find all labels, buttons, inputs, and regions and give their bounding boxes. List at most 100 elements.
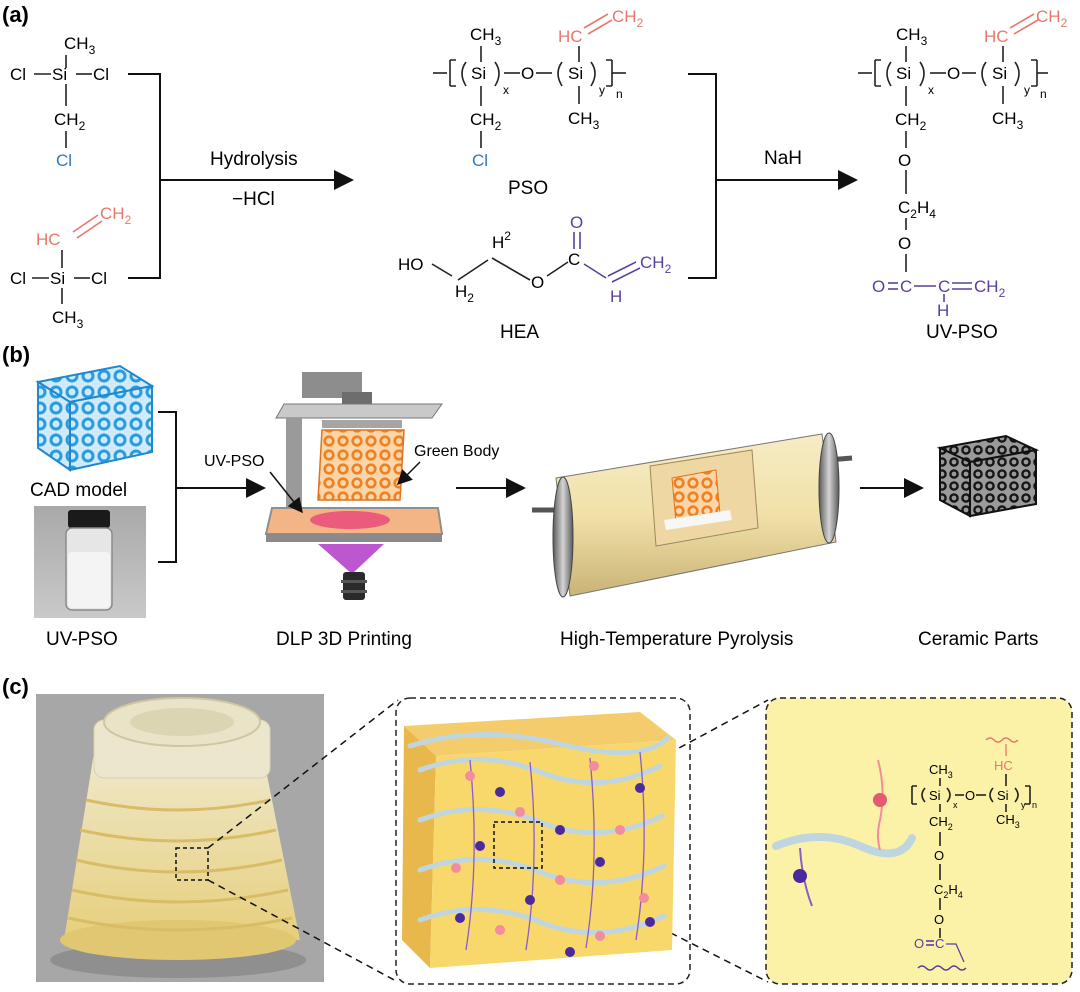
hea-ho: HO [398, 255, 424, 274]
panel-c: (c) [2, 674, 1073, 985]
dlp-step-label: DLP 3D Printing [276, 629, 412, 650]
printed-part-photo [36, 694, 324, 982]
hea-name: HEA [500, 322, 539, 343]
resin-label: UV-PSO [46, 629, 118, 650]
pso-ch3-bottom: CH3 [568, 109, 600, 132]
uv-ch3-bottom: CH3 [992, 109, 1024, 132]
uv-ch2: CH2 [974, 277, 1006, 300]
uv-c: C [900, 277, 912, 296]
m1-cl-bottom: Cl [56, 151, 72, 170]
m2-ch3: CH3 [52, 308, 84, 331]
uv-c2: C [938, 277, 950, 296]
inset-ch2: CH2 [929, 814, 953, 832]
inset-si1: Si [929, 788, 941, 803]
uv-hc: HC [984, 27, 1009, 46]
uv-pso-structure: Si x O Si y n CH3 HC CH2 CH3 CH2 O [858, 7, 1068, 343]
green-body-label: Green Body [414, 443, 499, 460]
resin-vial-photo [34, 506, 146, 618]
monomer-chloromethyl-dichlorosilane: CH3 Cl Si Cl CH2 Cl [10, 34, 109, 170]
ceramic-step-label: Ceramic Parts [918, 629, 1038, 650]
uv-n: n [1040, 87, 1047, 101]
pso-name: PSO [508, 178, 548, 199]
ceramic-part-image [936, 434, 1040, 518]
input-bracket-arrow [158, 411, 266, 563]
uv-h: H [937, 301, 949, 320]
m1-ch3: CH3 [64, 34, 96, 57]
uv-si1: Si [896, 64, 911, 83]
m2-hc: HC [36, 230, 61, 249]
cad-model-label: CAD model [30, 480, 127, 501]
polymer-network-cube [395, 697, 691, 985]
m1-cl-left: Cl [10, 65, 26, 84]
uv-pso-name: UV-PSO [926, 322, 998, 343]
m2-cl-left: Cl [10, 269, 26, 288]
panel-b-label: (b) [2, 342, 30, 367]
inset-hc: HC [994, 758, 1013, 773]
m2-si: Si [50, 269, 65, 288]
m1-cl-right: Cl [93, 65, 109, 84]
uv-x: x [928, 83, 934, 97]
uv-vinyl-ch2: CH2 [1036, 7, 1068, 30]
pso-y: y [599, 83, 605, 97]
hea-h2-top: H2 [492, 229, 511, 252]
uv-o2: O [898, 234, 911, 253]
uv-o1: O [898, 151, 911, 170]
uv-si2: Si [992, 64, 1007, 83]
pso-si2: Si [568, 64, 583, 83]
pso-vinyl-ch2: CH2 [612, 7, 644, 30]
m2-ch2: CH2 [100, 204, 132, 227]
hydrolysis-label: Hydrolysis [210, 149, 298, 170]
chemical-inset: CH3 Si x O Si y n HC CH3 CH2 O [765, 697, 1073, 985]
inset-o2: O [934, 912, 944, 927]
uv-ch3-top: CH3 [896, 25, 928, 48]
hea-h: H [610, 287, 622, 306]
pso-ch3-top: CH3 [470, 25, 502, 48]
m1-si: Si [52, 65, 67, 84]
printer-resin-label: UV-PSO [204, 453, 264, 470]
inset-o: O [965, 788, 975, 803]
panel-c-label: (c) [2, 674, 29, 699]
uv-o-carbonyl: O [872, 277, 885, 296]
tube-furnace-illustration [532, 432, 853, 598]
inset-o-carbonyl: O [914, 936, 924, 951]
hea-h2-bottom: H2 [455, 282, 474, 305]
uv-o: O [947, 64, 960, 83]
panel-a: (a) CH3 Cl Si Cl CH2 Cl CH2 HC Cl Si [2, 2, 1068, 343]
panel-a-label: (a) [2, 2, 29, 27]
hea-c: C [568, 250, 580, 269]
inset-ch3-top: CH3 [929, 762, 953, 780]
monomer-vinyl-dichlorosilane: CH2 HC Cl Si Cl CH3 [10, 204, 132, 331]
pso-si1: Si [471, 64, 486, 83]
hea-structure: HO H2 H2 O C O H CH2 HEA [398, 213, 672, 343]
m1-ch2: CH2 [54, 110, 86, 133]
pso-hc: HC [558, 27, 583, 46]
inset-x: x [953, 800, 958, 810]
pso-structure: Si x O Si y n CH3 CH2 Cl HC CH2 [433, 7, 644, 199]
pyrolysis-step-label: High-Temperature Pyrolysis [560, 629, 793, 650]
hea-o-ester: O [531, 273, 544, 292]
pso-n: n [616, 87, 623, 101]
inset-o1: O [934, 848, 944, 863]
pso-x: x [503, 83, 509, 97]
inset-si2: Si [997, 788, 1009, 803]
dlp-printer-illustration [264, 372, 444, 600]
pso-cl: Cl [472, 151, 488, 170]
m2-cl-right: Cl [91, 269, 107, 288]
inset-c2h4: C2H4 [934, 882, 963, 900]
hea-o-carbonyl: O [570, 213, 583, 232]
uv-y: y [1024, 83, 1030, 97]
uv-c2h4: C2H4 [898, 198, 936, 221]
hea-ch2: CH2 [640, 253, 672, 276]
uv-ch2: CH2 [895, 110, 927, 133]
inset-ch3-bottom: CH3 [996, 812, 1020, 830]
panel-b: (b) CAD model UV-PSO [2, 342, 1040, 650]
hydrolysis-arrow: Hydrolysis −HCl [128, 73, 354, 279]
pso-ch2: CH2 [470, 110, 502, 133]
nah-arrow: NaH [688, 73, 858, 279]
inset-n: n [1032, 800, 1037, 810]
inset-y: y [1021, 800, 1026, 810]
nah-label: NaH [764, 148, 802, 169]
cad-model-image [35, 364, 155, 472]
pso-o: O [521, 64, 534, 83]
